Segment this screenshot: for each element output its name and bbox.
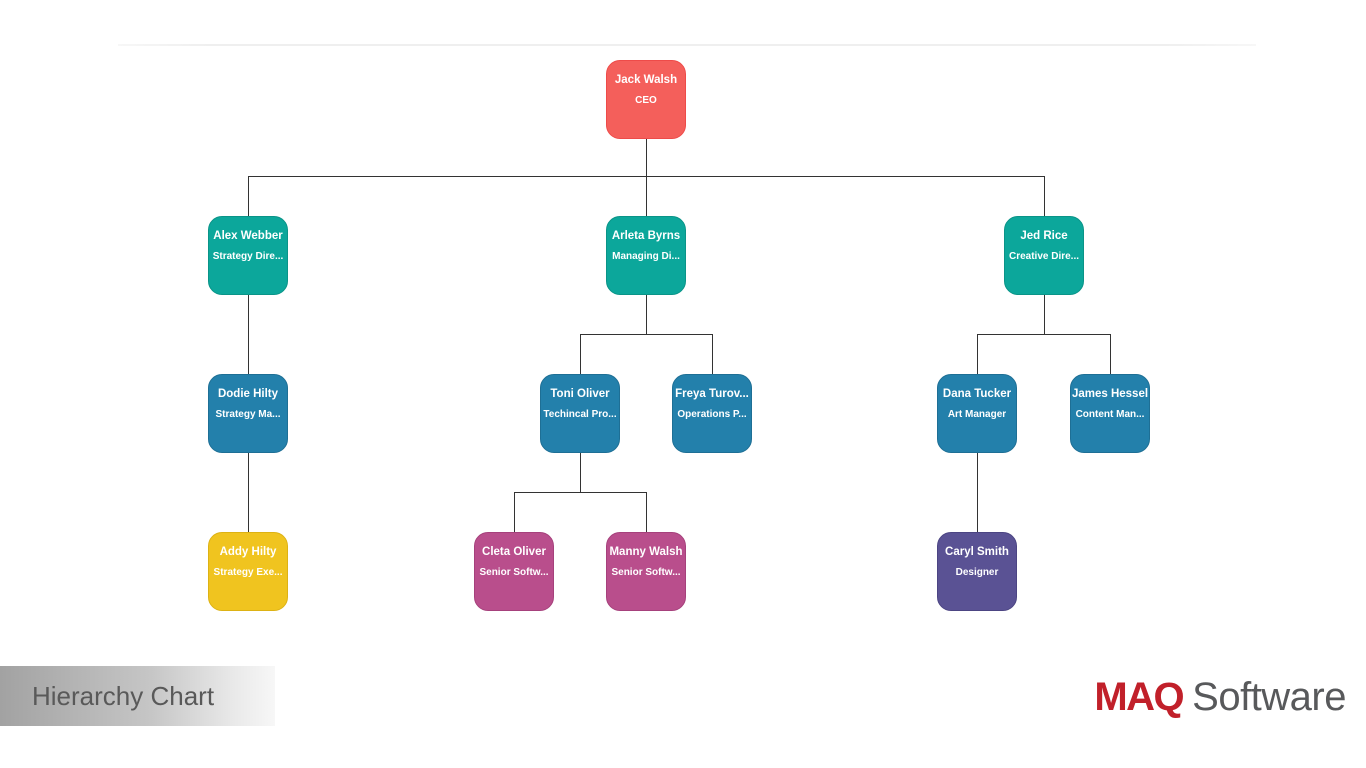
node-name: Cleta Oliver: [482, 546, 546, 558]
node-role: Techincal Pro...: [543, 409, 617, 420]
connector-line: [977, 334, 978, 374]
node-name: Manny Walsh: [609, 546, 683, 558]
node-name: Caryl Smith: [945, 546, 1009, 558]
logo-software-text: Software: [1192, 674, 1346, 719]
maq-software-logo: MAQ Software: [1094, 672, 1346, 722]
node-role: Creative Dire...: [1008, 251, 1080, 262]
node-name: Toni Oliver: [550, 388, 610, 400]
connector-line: [646, 492, 647, 532]
connector-line: [580, 453, 581, 492]
node-name: James Hessel: [1071, 388, 1149, 400]
node-name: Addy Hilty: [219, 546, 277, 558]
logo-maq-text: MAQ: [1094, 674, 1184, 719]
connector-line: [248, 453, 249, 532]
node-name: Dodie Hilty: [217, 388, 279, 400]
node-role: Designer: [955, 567, 999, 578]
connector-line: [248, 295, 249, 374]
connector-line: [514, 492, 647, 493]
node-name: Arleta Byrns: [611, 230, 681, 242]
connector-line: [580, 334, 713, 335]
node-role: Managing Di...: [612, 251, 680, 262]
connector-line: [580, 334, 581, 374]
node-role: Strategy Dire...: [212, 251, 284, 262]
node-name: Freya Turov...: [675, 388, 749, 400]
node-role: Operations P...: [677, 409, 747, 420]
connector-line: [977, 334, 1111, 335]
connector-line: [1044, 176, 1045, 216]
org-node-freya-turov[interactable]: Freya Turov... Operations P...: [672, 374, 752, 453]
connector-line: [514, 492, 515, 532]
top-divider: [118, 44, 1256, 46]
report-title-bar: Hierarchy Chart: [0, 666, 275, 726]
node-role: Senior Softw...: [611, 567, 681, 578]
node-name: Jed Rice: [1020, 230, 1068, 242]
connector-line: [646, 295, 647, 334]
node-name: Alex Webber: [213, 230, 283, 242]
node-role: Strategy Exe...: [213, 567, 283, 578]
report-title: Hierarchy Chart: [32, 680, 215, 711]
connector-line: [1044, 295, 1045, 334]
node-name: Dana Tucker: [942, 388, 1012, 400]
node-role: Art Manager: [947, 409, 1007, 420]
connector-line: [248, 176, 249, 216]
connector-line: [1110, 334, 1111, 374]
connector-line: [712, 334, 713, 374]
connector-line: [646, 176, 647, 216]
connector-line: [977, 453, 978, 532]
node-role: Content Man...: [1075, 409, 1145, 420]
connector-line: [646, 139, 647, 176]
node-role: Senior Softw...: [479, 567, 549, 578]
node-name: Jack Walsh: [614, 74, 678, 86]
node-role: Strategy Ma...: [215, 409, 281, 420]
node-role: CEO: [635, 95, 657, 106]
